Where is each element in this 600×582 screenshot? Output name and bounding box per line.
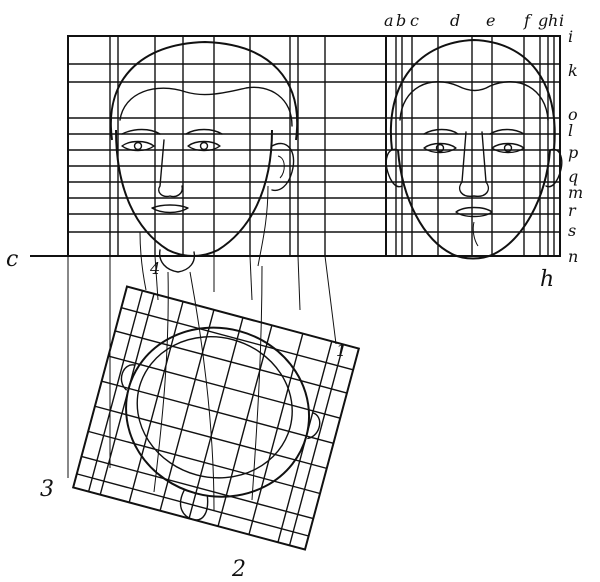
top-letter: b (396, 11, 406, 30)
right-letter: m (568, 183, 583, 202)
front-grid (30, 35, 561, 257)
right-letter: q (568, 167, 578, 186)
top-letter: i (559, 11, 564, 30)
profile-grid (385, 35, 561, 257)
right-letter: k (568, 61, 578, 80)
marker-label-1: 1 (336, 341, 346, 360)
guide-curves (153, 265, 263, 511)
marker-label-4: 4 (149, 259, 160, 278)
marker-label-2: 2 (231, 557, 246, 582)
top-letter: e (486, 11, 495, 30)
right-letter: l (568, 121, 573, 140)
right-letter: i (568, 27, 573, 46)
right-letter: n (568, 247, 578, 266)
rotated-grid (71, 285, 361, 551)
right-letter: s (568, 221, 576, 240)
marker-label-3: 3 (40, 477, 54, 502)
marker-left-c: c (6, 247, 18, 272)
front-grid-verticals (109, 35, 326, 257)
front-grid-horizontals (30, 63, 561, 257)
top-letter: f (523, 11, 533, 30)
top-letter: h (548, 11, 558, 30)
top-letter-labels: a b c d e f g h i (384, 11, 564, 30)
top-letter: a (384, 11, 394, 30)
right-letter: p (568, 143, 578, 162)
front-head (109, 40, 299, 291)
projection-lines (67, 255, 337, 478)
top-letter: d (450, 11, 460, 30)
right-letter: o (568, 105, 578, 124)
top-letter: c (410, 11, 419, 30)
top-letter: g (538, 11, 548, 30)
marker-under-grid-h: h (540, 267, 554, 292)
profile-head (385, 38, 563, 260)
right-letter: r (568, 201, 577, 220)
right-letter-labels: i k o l p q m r s n (568, 27, 583, 266)
